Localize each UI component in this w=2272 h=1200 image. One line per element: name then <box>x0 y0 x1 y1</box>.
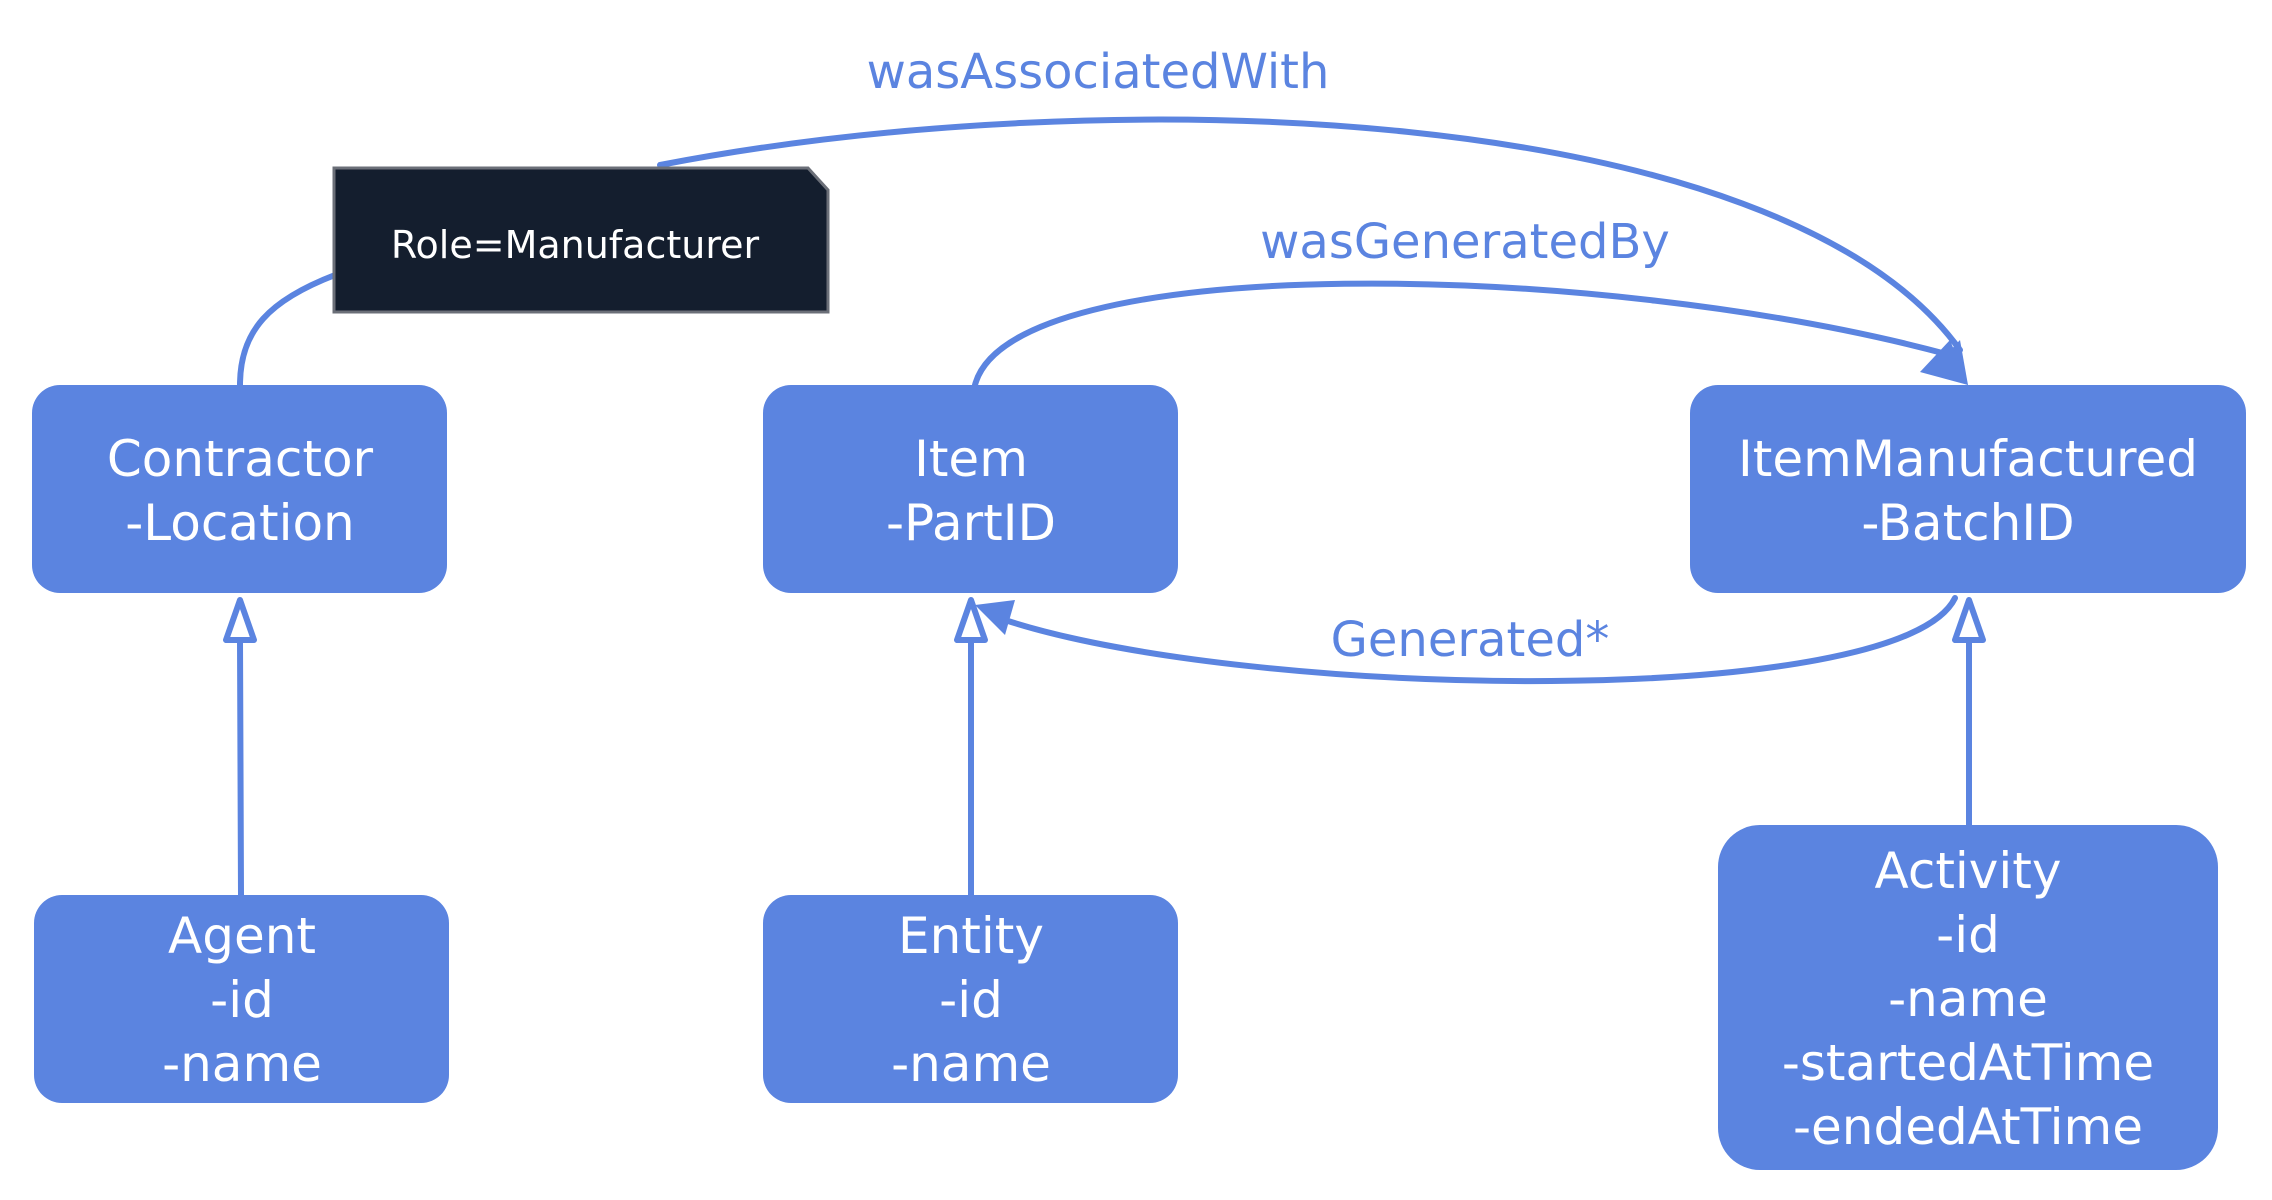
edge-entity-inherits-arrowhead <box>954 597 988 643</box>
role-note-text: Role=Manufacturer <box>391 223 760 267</box>
edge-was-generated-by-arrowhead <box>1920 340 1968 385</box>
node-item-attr: -PartID <box>886 494 1056 552</box>
node-contractor-attr: -Location <box>125 494 355 552</box>
node-activity-attr-ended: -endedAtTime <box>1793 1098 2143 1156</box>
node-activity-attr-id: -id <box>1936 906 2000 964</box>
node-item-manufactured-attr: -BatchID <box>1861 494 2074 552</box>
node-entity[interactable]: Entity -id -name <box>763 895 1178 1103</box>
role-note: Role=Manufacturer <box>332 166 830 314</box>
edge-activity-inherits-arrowhead <box>1952 597 1986 643</box>
node-item-manufactured-title: ItemManufactured <box>1738 430 2198 488</box>
edge-was-generated-by <box>972 280 1953 388</box>
node-agent-attr-name: -name <box>162 1035 322 1093</box>
edge-agent-inherits-contractor <box>237 637 244 898</box>
node-contractor[interactable]: Contractor -Location <box>32 385 447 593</box>
label-was-generated-by: wasGeneratedBy <box>1260 214 1670 270</box>
node-activity-title: Activity <box>1875 842 2062 900</box>
node-entity-attr-id: -id <box>939 971 1003 1029</box>
node-activity[interactable]: Activity -id -name -startedAtTime -ended… <box>1718 825 2218 1170</box>
node-entity-title: Entity <box>898 907 1044 965</box>
label-was-associated-with: wasAssociatedWith <box>867 44 1330 100</box>
edge-agent-inherits-arrowhead <box>223 597 257 643</box>
label-generated: Generated* <box>1331 612 1610 668</box>
node-entity-attr-name: -name <box>891 1035 1051 1093</box>
node-agent-attr-id: -id <box>210 971 274 1029</box>
edge-generated <box>1002 595 1958 685</box>
node-activity-attr-name: -name <box>1888 970 2048 1028</box>
node-agent-title: Agent <box>168 907 316 965</box>
node-item-manufactured[interactable]: ItemManufactured -BatchID <box>1690 385 2246 593</box>
node-item[interactable]: Item -PartID <box>763 385 1178 593</box>
node-item-title: Item <box>914 430 1028 488</box>
edge-generated-arrowhead <box>975 600 1015 635</box>
node-contractor-title: Contractor <box>107 430 374 488</box>
edge-was-associated-with <box>237 116 1963 388</box>
node-activity-attr-started: -startedAtTime <box>1782 1034 2154 1092</box>
node-agent[interactable]: Agent -id -name <box>34 895 449 1103</box>
